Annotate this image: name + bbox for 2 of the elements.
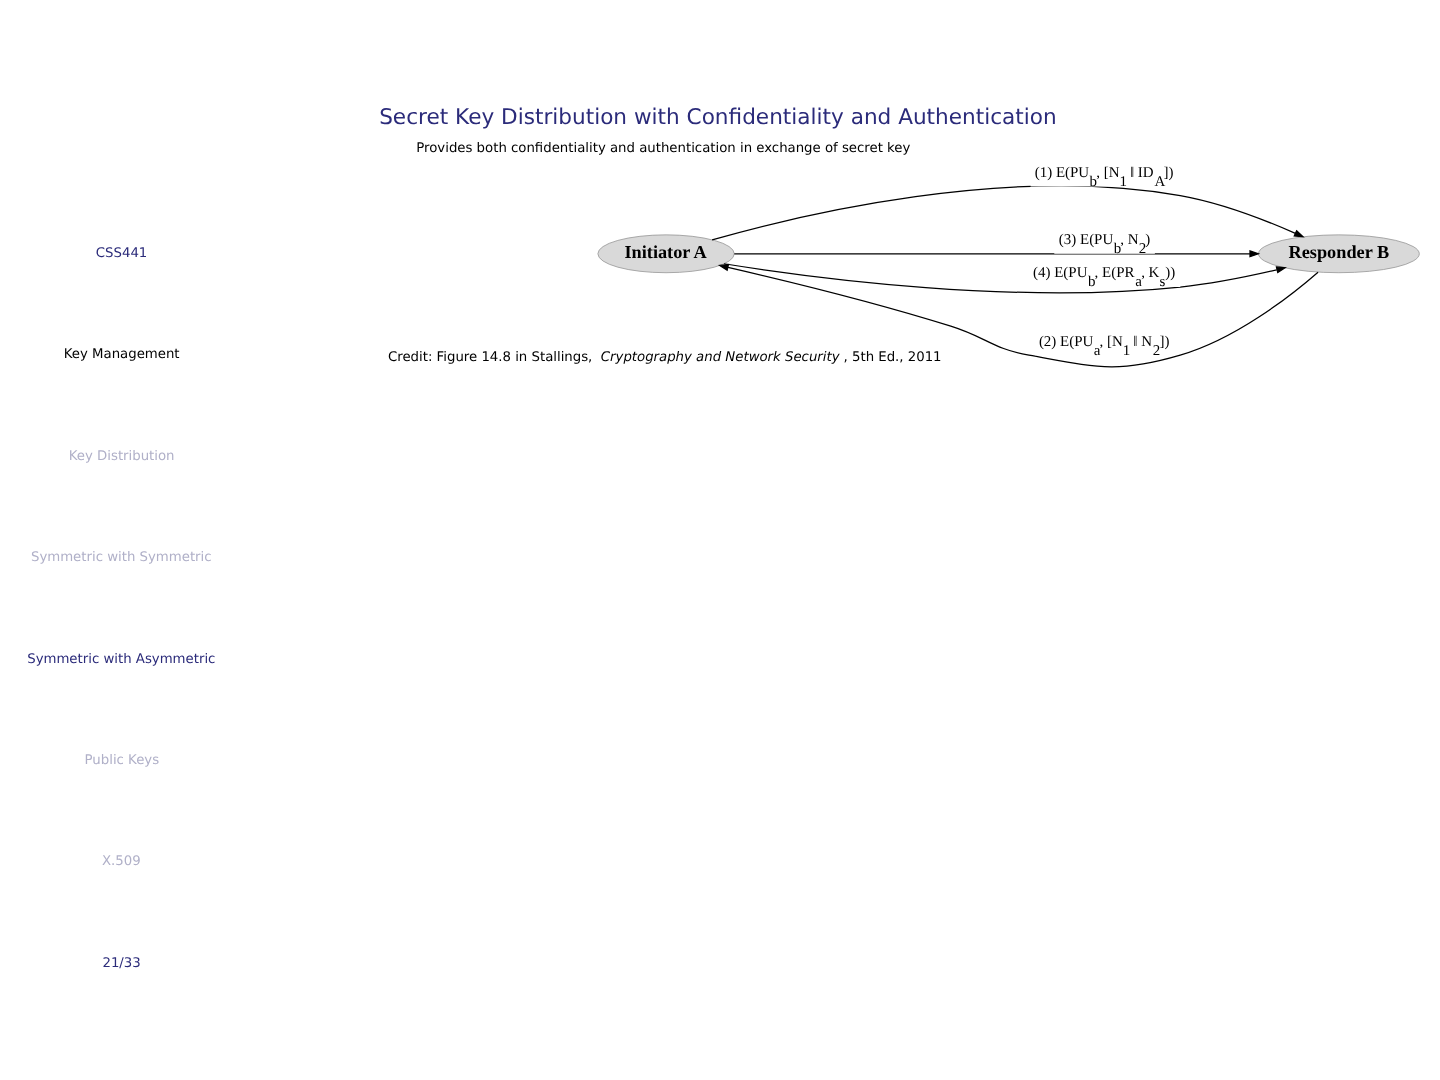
arrow	[711, 184, 1305, 240]
diagram-title: Secret Key Distribution with Confidentiality and Authentication	[379, 102, 1057, 129]
